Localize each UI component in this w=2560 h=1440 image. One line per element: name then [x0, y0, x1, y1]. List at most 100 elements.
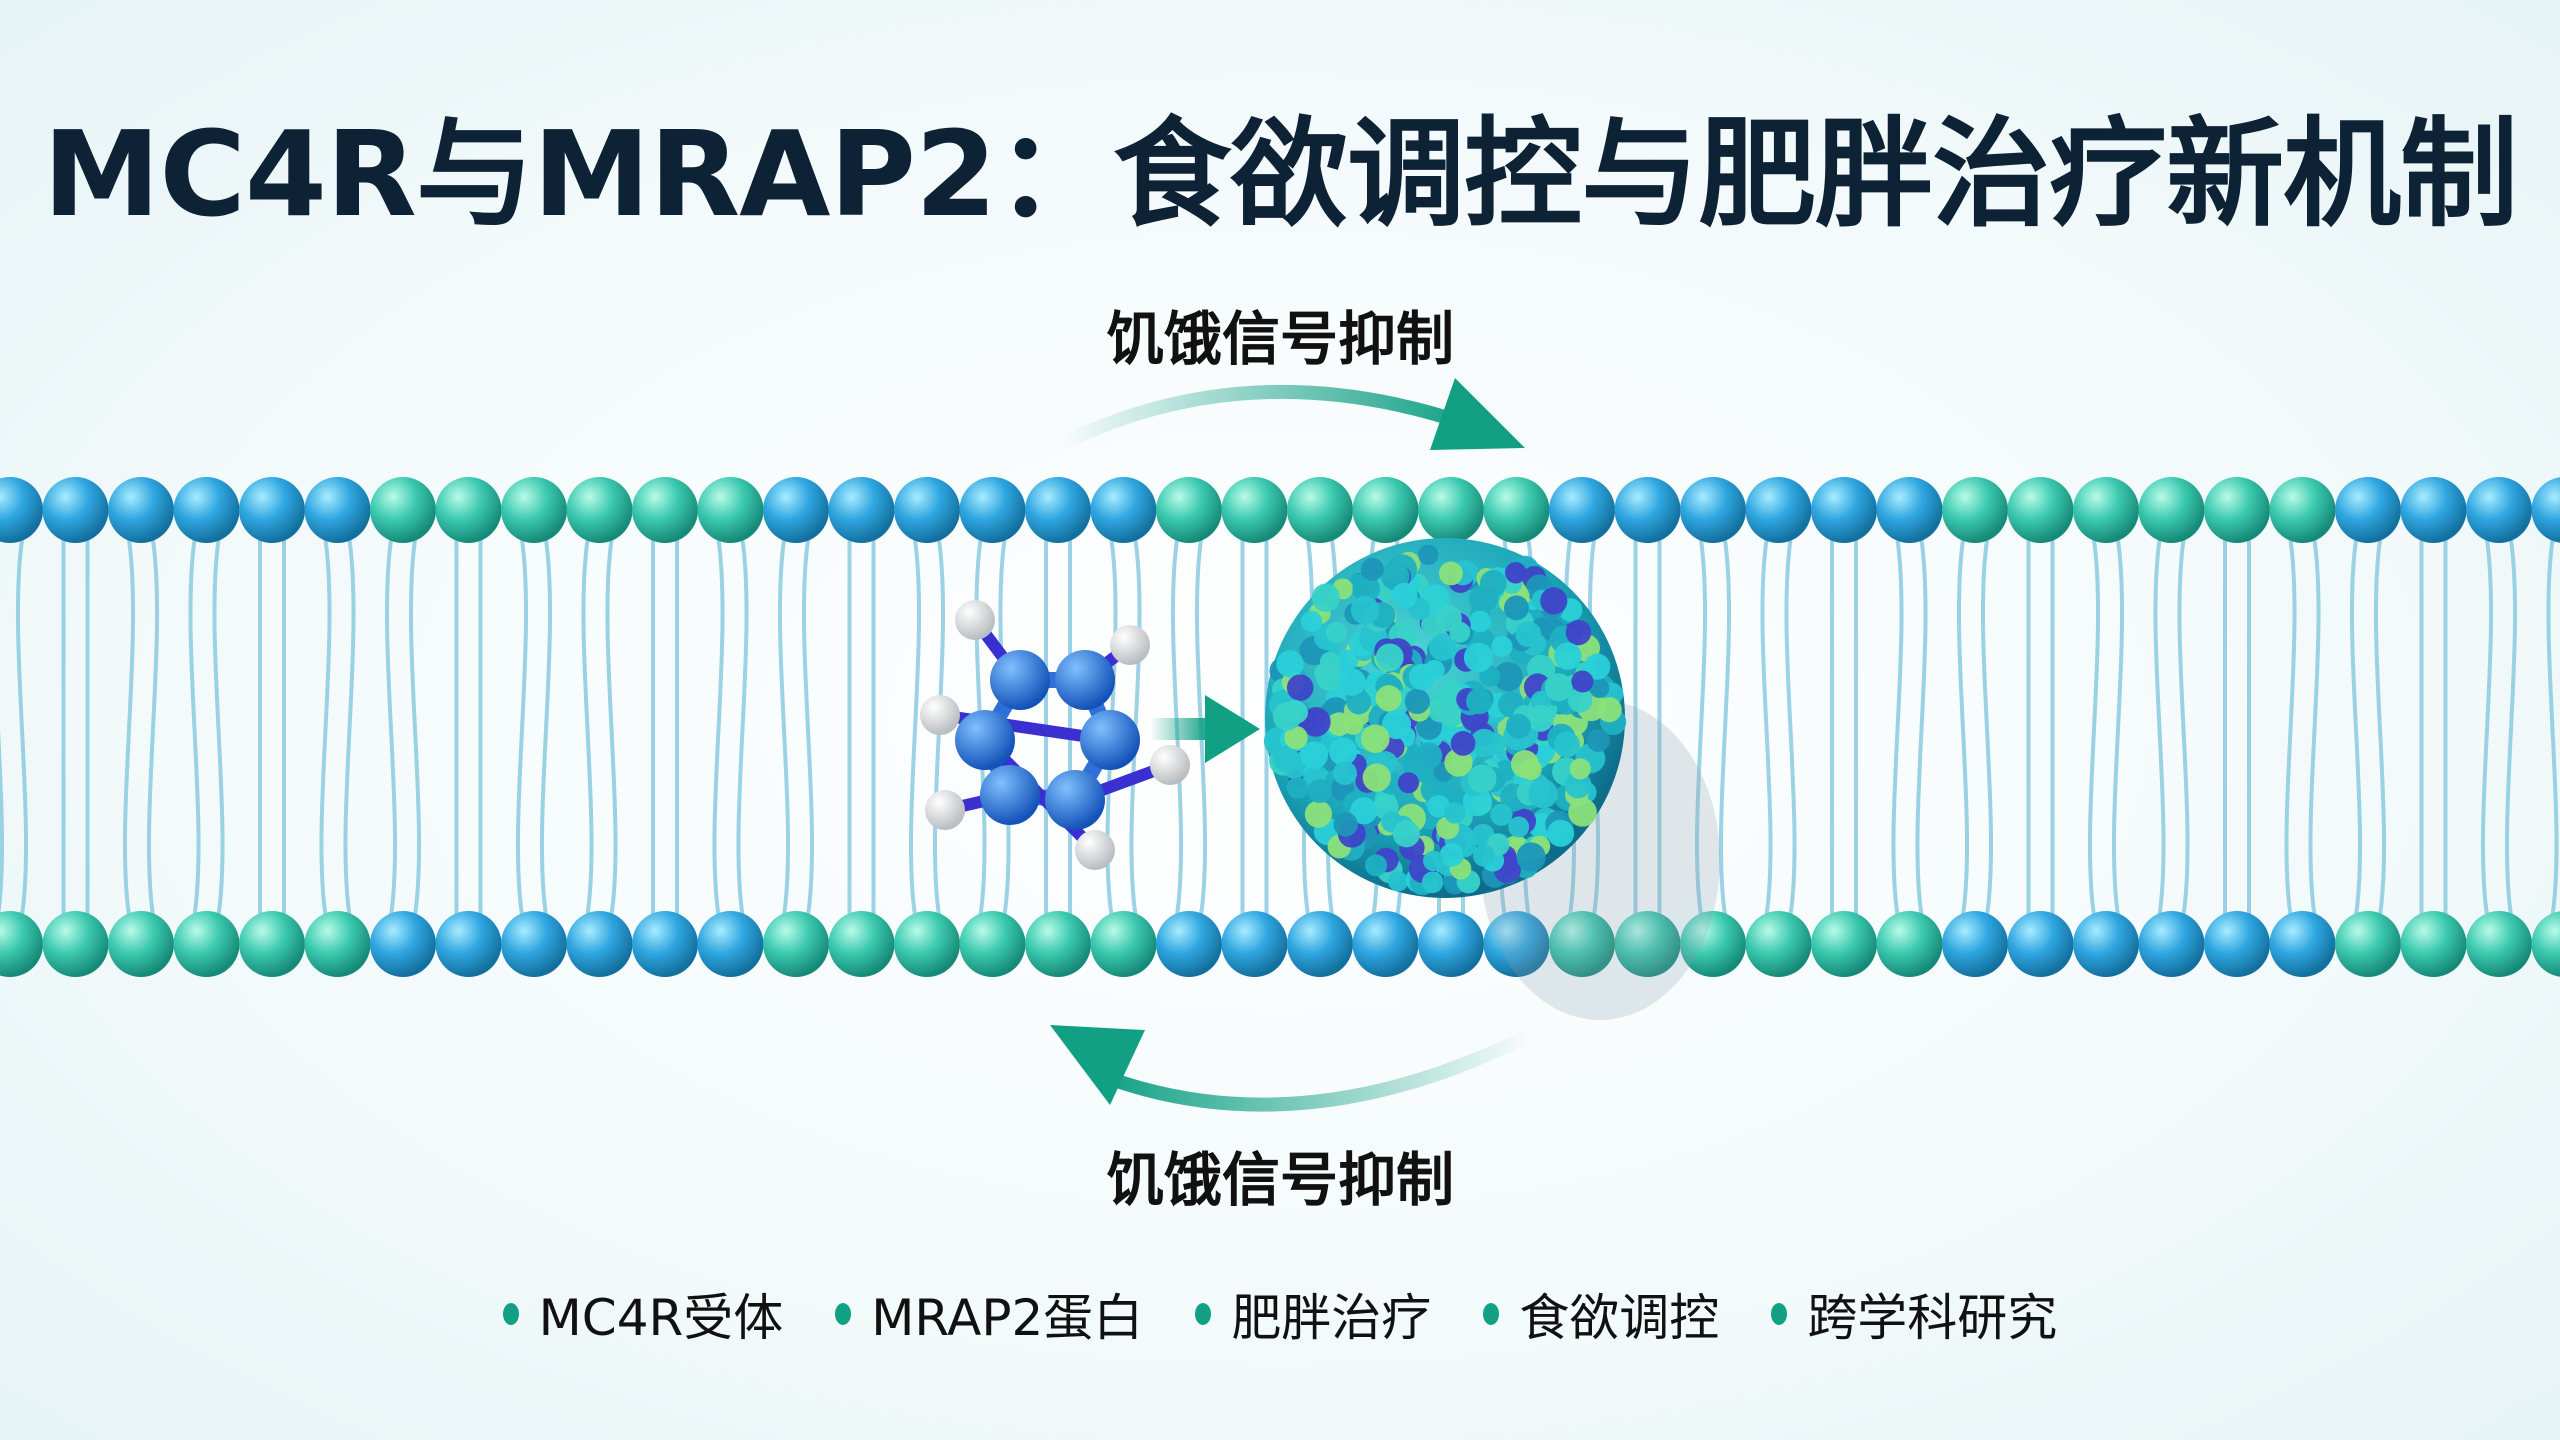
phospholipid-head	[239, 911, 305, 977]
carbon-atom	[1045, 770, 1105, 830]
carbon-atom	[955, 710, 1015, 770]
protein-beads	[1263, 544, 1627, 896]
protein-bead	[1337, 649, 1359, 671]
phospholipid-head	[173, 911, 240, 977]
phospholipid-head	[2269, 477, 2336, 543]
phospholipid-head	[2400, 911, 2467, 977]
small-molecule-icon	[920, 600, 1190, 870]
protein-bead	[1440, 702, 1465, 727]
phospholipid-head	[2466, 911, 2532, 977]
phospholipid-head	[1745, 911, 1812, 977]
lipid-tail	[908, 539, 922, 916]
protein-bead	[1540, 587, 1568, 615]
legend-item: MC4R受体	[502, 1278, 783, 1350]
legend-item: 食欲调控	[1483, 1278, 1719, 1350]
lipid-tail	[2284, 539, 2297, 916]
top-signal-label: 饥饿信号抑制	[1105, 305, 1454, 373]
phospholipid-head	[2073, 911, 2139, 977]
legend-label: 跨学科研究	[1807, 1289, 2058, 1347]
phospholipid-head	[894, 477, 960, 543]
protein-bead	[1276, 650, 1304, 678]
bullet-icon	[1195, 1303, 1212, 1325]
phospholipid-head	[1090, 477, 1157, 543]
legend-item: 跨学科研究	[1771, 1278, 2057, 1350]
carbon-atom	[980, 765, 1040, 825]
protein-bead	[1362, 763, 1391, 792]
lipid-tail	[515, 539, 529, 916]
lipid-tail	[343, 539, 356, 916]
hydrogen-atom	[955, 600, 995, 640]
phospholipid-head	[2073, 477, 2139, 543]
protein-bead	[1286, 777, 1309, 799]
protein-bead	[1510, 750, 1539, 779]
phospholipid-head	[1614, 911, 1681, 977]
phospholipid-head	[2531, 477, 2560, 543]
protein-bead	[1333, 761, 1357, 786]
lipid-tail	[2504, 539, 2518, 916]
protein-bead	[1338, 668, 1366, 696]
protein-bead	[1316, 663, 1344, 692]
protein-bead	[1553, 642, 1582, 670]
protein-bead	[1421, 871, 1444, 894]
protein-bead	[1365, 854, 1387, 877]
protein-bead	[1304, 800, 1333, 828]
protein-bead	[1439, 843, 1464, 867]
protein-bead	[1311, 583, 1341, 612]
protein-bead	[1547, 819, 1575, 847]
lipid-tail	[605, 539, 618, 916]
phospholipid-head	[1811, 911, 1877, 977]
lipid-tail	[1760, 539, 1773, 916]
phospholipid-head	[2007, 911, 2074, 977]
lipid-tail	[539, 539, 553, 916]
phospholipid-head	[632, 911, 698, 977]
phospholipid-head	[1352, 911, 1419, 977]
legend-item: 肥胖治疗	[1195, 1278, 1431, 1350]
phospholipid-head	[632, 477, 698, 543]
phospholipid-head	[173, 477, 240, 543]
phospholipid-head	[959, 477, 1026, 543]
protein-bead	[1418, 544, 1439, 565]
protein-bead	[1450, 731, 1476, 756]
lipid-tail	[146, 539, 160, 916]
lipid-tail	[212, 539, 225, 916]
hydrogen-atom	[1110, 625, 1150, 665]
protein-bead	[1272, 702, 1302, 731]
phospholipid-head	[2531, 911, 2560, 977]
phospholipid-head	[1483, 911, 1550, 977]
phospholipid-head	[42, 477, 109, 543]
lipid-tail	[1718, 539, 1732, 916]
top-curved-arrow-icon	[1056, 378, 1525, 452]
protein-bead	[1491, 635, 1513, 657]
protein-bead	[1586, 728, 1610, 753]
protein-bead	[1567, 687, 1593, 713]
phospholipid-head	[1942, 477, 2008, 543]
protein-bead	[1466, 688, 1493, 715]
protein-bead	[1327, 712, 1352, 736]
protein-bead	[1423, 850, 1444, 872]
protein-bead	[1565, 619, 1592, 646]
phospholipid-head	[1549, 477, 1615, 543]
protein-bead	[1284, 725, 1308, 750]
lipid-tail	[1694, 539, 1708, 916]
bullet-icon	[835, 1303, 852, 1325]
phospholipid-head	[697, 477, 764, 543]
phospholipid-head	[1221, 477, 1288, 543]
phospholipid-head	[1483, 477, 1550, 543]
phospholipid-head	[1876, 477, 1943, 543]
phospholipid-head	[501, 911, 567, 977]
protein-bead	[1467, 764, 1497, 794]
phospholipid-head	[108, 477, 174, 543]
phospholipid-head	[697, 911, 764, 977]
phospholipid-head	[1418, 911, 1484, 977]
protein-bead	[1589, 677, 1610, 699]
phospholipid-head	[370, 477, 436, 543]
phospholipid-head	[763, 477, 829, 543]
lipid-tail	[712, 539, 725, 916]
phospholipid-head	[2335, 911, 2401, 977]
phospholipid-head	[1221, 911, 1288, 977]
lipid-tail	[2087, 539, 2101, 916]
lipid-tail	[0, 729, 5, 916]
protein-bead	[1569, 758, 1591, 780]
phospholipid-head	[828, 911, 895, 977]
lipid-tail	[2349, 539, 2363, 916]
